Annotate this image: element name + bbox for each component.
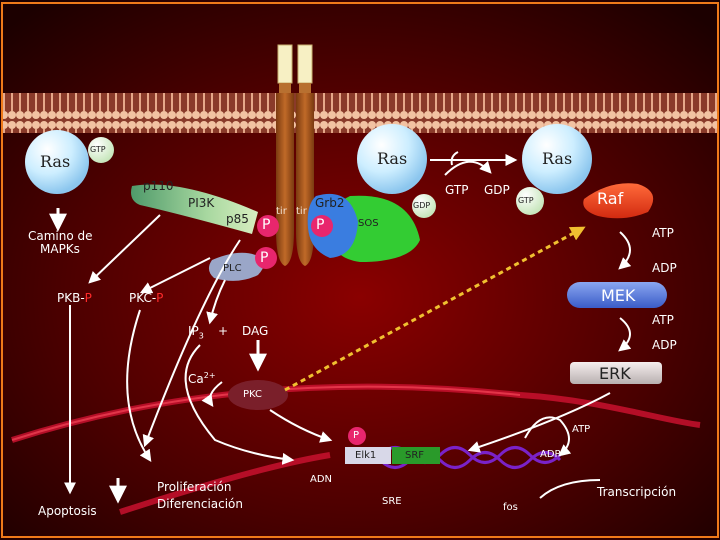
pkc-oval [228, 380, 288, 410]
ras-center-sphere [357, 124, 427, 194]
adp-bottom-label: ADP [540, 449, 561, 460]
pkc-oval-label: PKC [243, 389, 263, 400]
mek-label: MEK [601, 286, 636, 305]
proliferacion-label: Proliferación [157, 480, 232, 494]
p-badge-4-label: P [353, 430, 360, 441]
srf-box [392, 447, 440, 464]
tir-label-1: tir [276, 206, 287, 217]
atp-raf-label: ATP [652, 226, 674, 240]
gtp-raf-label: GTP [518, 196, 534, 205]
phospho-badge-1 [257, 215, 279, 237]
mapks-label: MAPKs [40, 242, 80, 256]
srf-label: SRF [405, 450, 425, 461]
pi3k-label: PI3K [188, 196, 215, 210]
pkc-p-label: PKC-P [129, 291, 164, 305]
p110-label: p110 [143, 179, 174, 193]
tir-label-2: tir [296, 206, 307, 217]
plus-label: + [218, 324, 229, 338]
elk1-label: Elk1 [355, 450, 377, 461]
phospho-badge-2 [255, 247, 277, 269]
cell-membrane [3, 93, 717, 133]
plc-label: PLC [223, 263, 242, 274]
gtp-raf-ball [516, 187, 544, 215]
elk1-box [345, 447, 391, 464]
gtp-left-label: GTP [90, 145, 106, 154]
diferenciacion-label: Diferenciación [157, 497, 244, 511]
p-badge-2-label: P [260, 250, 269, 266]
p-badge-3-label: P [316, 217, 325, 233]
sre-label: SRE [382, 496, 402, 507]
atp-bottom-label: ATP [572, 424, 591, 435]
dag-label: DAG [242, 324, 269, 338]
ras-center-label: Ras [377, 149, 408, 168]
erk-shape [570, 362, 662, 384]
pkb-label: PKB-P [57, 291, 92, 305]
camino-label: Camino de [28, 229, 93, 243]
gdp-small-label: GDP [413, 201, 431, 210]
adp-raf-label: ADP [652, 261, 677, 275]
adp-mek-label: ADP [652, 338, 677, 352]
p85-label: p85 [226, 212, 249, 226]
p-badge-1-label: P [262, 217, 271, 233]
ras-left-sphere [25, 130, 89, 194]
erk-label: ERK [599, 364, 631, 383]
grb2-label: Grb2 [315, 196, 345, 210]
apoptosis-label: Apoptosis [38, 504, 97, 518]
sos-label: SOS [358, 218, 379, 229]
ras-right-sphere [522, 124, 592, 194]
phospho-badge-4 [348, 427, 366, 445]
ras-left-label: Ras [40, 152, 71, 171]
atp-mek-label: ATP [652, 313, 674, 327]
raf-shape [583, 183, 654, 219]
gtp-left-ball [88, 137, 114, 163]
gdp-small-ball [412, 194, 436, 218]
adn-label: ADN [310, 474, 333, 485]
fos-label: fos [503, 502, 518, 513]
gdp-mid-label: GDP [484, 183, 510, 197]
calcium-label: Ca2+ [188, 371, 216, 386]
transcripcion-label: Transcripción [597, 485, 677, 499]
ras-right-label: Ras [542, 149, 573, 168]
ip3-label: IP3 [188, 324, 204, 341]
raf-label: Raf [597, 189, 624, 208]
gtp-mid-label: GTP [445, 183, 469, 197]
pi3k-shape [131, 184, 258, 234]
mek-shape [567, 282, 667, 308]
plc-shape [208, 252, 264, 281]
phospho-badge-3 [311, 215, 333, 237]
